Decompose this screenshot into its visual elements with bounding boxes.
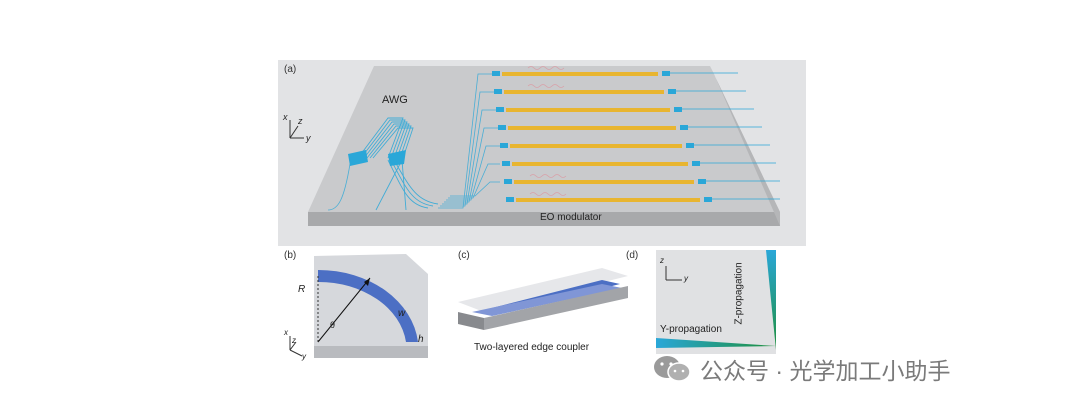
modulator-row: [494, 89, 746, 94]
radius-arrow: [317, 277, 371, 343]
width-label: w: [398, 308, 406, 319]
chip-front: [308, 212, 780, 226]
panel-a-drawing: [289, 66, 780, 226]
z-propagation-bar: [766, 250, 776, 350]
eo-modulator-label: EO modulator: [540, 212, 602, 223]
wechat-icon: [654, 356, 691, 382]
awg-star-coupler-left: [348, 150, 368, 166]
chip-top: [308, 66, 780, 212]
substrate-side: [484, 286, 628, 330]
signal-waves: [527, 66, 567, 196]
axis-d-z: z: [660, 256, 664, 265]
axis-y-label: y: [306, 133, 311, 143]
radius-label: R: [298, 284, 306, 295]
axes-d: [665, 266, 682, 281]
edge-coupler-caption: Two-layered edge coupler: [474, 342, 590, 353]
modulator-row: [498, 125, 762, 130]
awg-star-coupler-right: [388, 150, 406, 166]
axes-b: [289, 336, 303, 357]
panel-b-label: (b): [284, 250, 297, 261]
axis-b-z: z: [292, 336, 296, 345]
panel-c-drawing: [458, 268, 628, 330]
axis-z-label: z: [298, 116, 303, 126]
axis-d-y: y: [684, 274, 688, 283]
axis-b-x: x: [284, 328, 288, 337]
panel-c-label: (c): [458, 250, 470, 261]
theta-label: θ: [330, 320, 336, 330]
modulator-row: [506, 197, 780, 202]
y-propagation-bar: [656, 338, 776, 348]
y-propagation-label: Y-propagation: [660, 324, 722, 335]
modulator-rows: [492, 71, 780, 202]
substrate-front: [458, 312, 484, 330]
axis-b-y: y: [302, 352, 306, 361]
panel-b-drawing: [289, 254, 428, 358]
panel-d: (d) z y Y-propagation Z-propagation: [626, 246, 806, 374]
awg-label: AWG: [382, 94, 408, 106]
coupler-bottom-layer: [472, 284, 622, 316]
z-propagation-label: Z-propagation: [733, 262, 745, 325]
cross-section-box: [656, 250, 776, 354]
fanout-waveguides: [327, 73, 500, 211]
axes-a: [289, 120, 304, 139]
panel-b: (b) R θ w h x z y: [278, 246, 448, 374]
block-front: [314, 346, 428, 358]
modulator-row: [502, 161, 776, 166]
modulator-row: [500, 143, 770, 148]
modulator-row: [504, 179, 780, 184]
panel-a-label: (a): [284, 64, 297, 75]
panel-d-drawing: [656, 250, 776, 350]
modulator-row: [496, 107, 754, 112]
axis-x-label: x: [283, 112, 288, 122]
watermark-text: 公众号 · 光学加工小助手: [700, 358, 951, 384]
panel-d-label: (d): [626, 250, 639, 261]
watermark: 公众号 · 光学加工小助手: [652, 352, 950, 386]
coupler-cladding: [458, 268, 628, 312]
height-label: h: [418, 334, 424, 345]
panel-c: (c) Two-layered edge coupler: [452, 246, 634, 374]
panel-a: (a): [278, 60, 806, 246]
modulator-row: [492, 71, 738, 76]
